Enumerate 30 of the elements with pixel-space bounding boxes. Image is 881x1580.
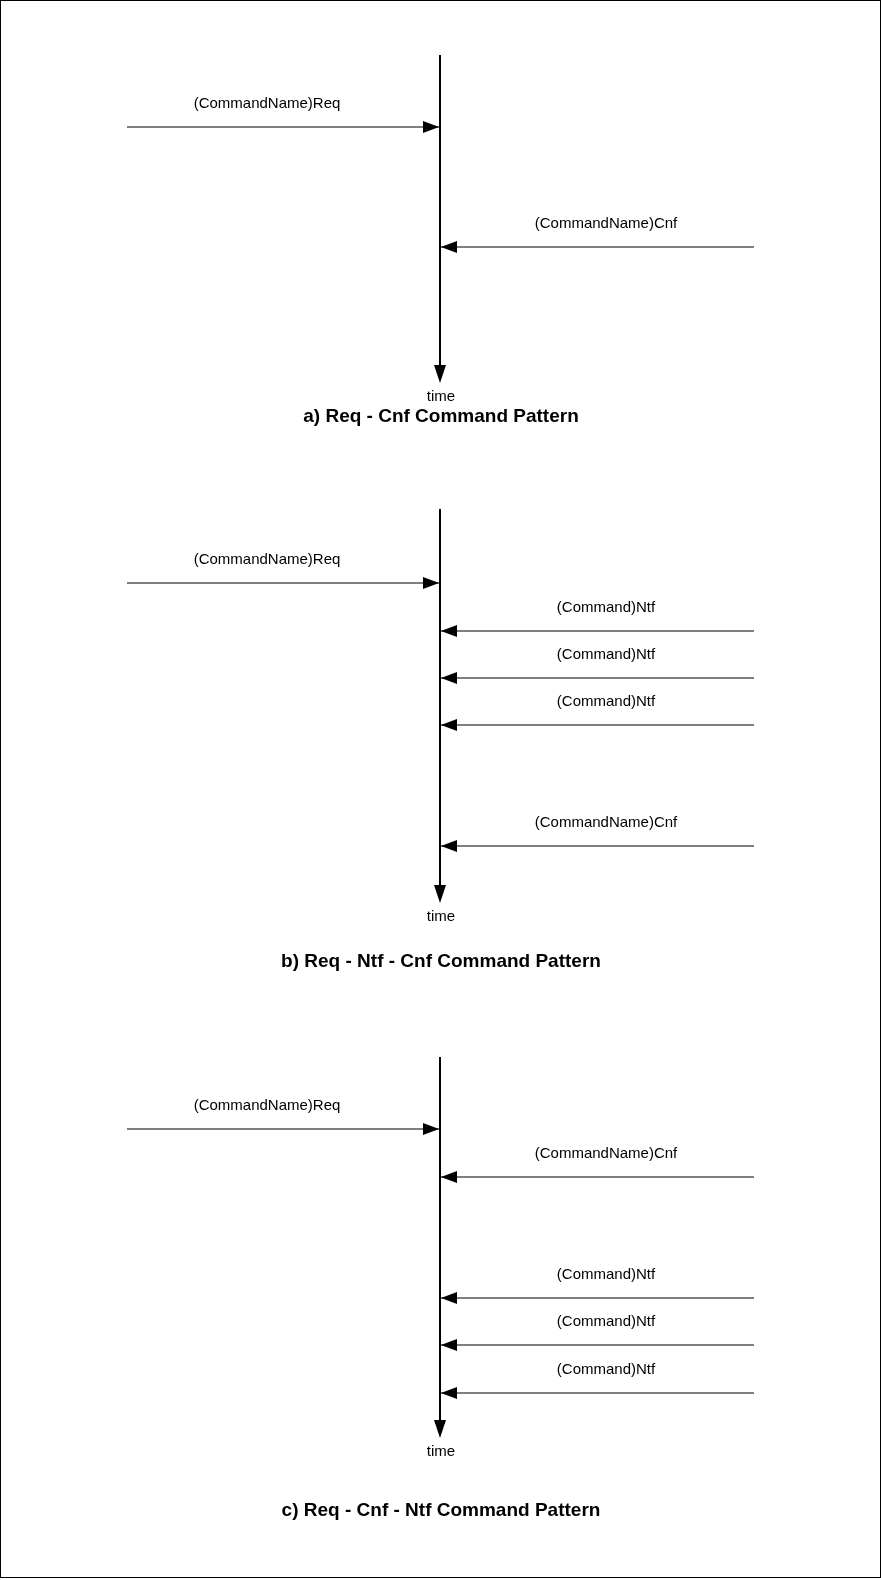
caption: b) Req - Ntf - Cnf Command Pattern <box>281 950 601 972</box>
arrow <box>440 719 755 731</box>
arrow <box>440 1292 755 1304</box>
edge-label: (CommandName)Req <box>193 550 341 568</box>
arrow <box>126 577 440 589</box>
edge-label: (CommandName)Cnf <box>534 813 678 831</box>
arrow <box>440 1387 755 1399</box>
edge-label: (CommandName)Req <box>193 1096 341 1114</box>
edge-label: (CommandName)Cnf <box>534 1144 678 1162</box>
arrow <box>126 121 440 133</box>
arrow <box>440 1171 755 1183</box>
edge-label: (Command)Ntf <box>556 692 656 710</box>
axis-label: time <box>426 387 456 405</box>
arrow <box>126 1123 440 1135</box>
arrow <box>440 241 755 253</box>
axis-label: time <box>426 907 456 925</box>
edge-label: (Command)Ntf <box>556 645 656 663</box>
arrow <box>440 672 755 684</box>
edge-label: (Command)Ntf <box>556 1360 656 1378</box>
edge-label: (CommandName)Cnf <box>534 214 678 232</box>
caption: c) Req - Cnf - Ntf Command Pattern <box>281 1499 601 1521</box>
axis-label: time <box>426 1442 456 1460</box>
edge-label: (Command)Ntf <box>556 598 656 616</box>
edge-label: (Command)Ntf <box>556 1312 656 1330</box>
caption: a) Req - Cnf Command Pattern <box>303 405 579 427</box>
edge-label: (CommandName)Req <box>193 94 341 112</box>
arrow <box>440 625 755 637</box>
arrow <box>440 1339 755 1351</box>
edge-label: (Command)Ntf <box>556 1265 656 1283</box>
arrow <box>440 840 755 852</box>
